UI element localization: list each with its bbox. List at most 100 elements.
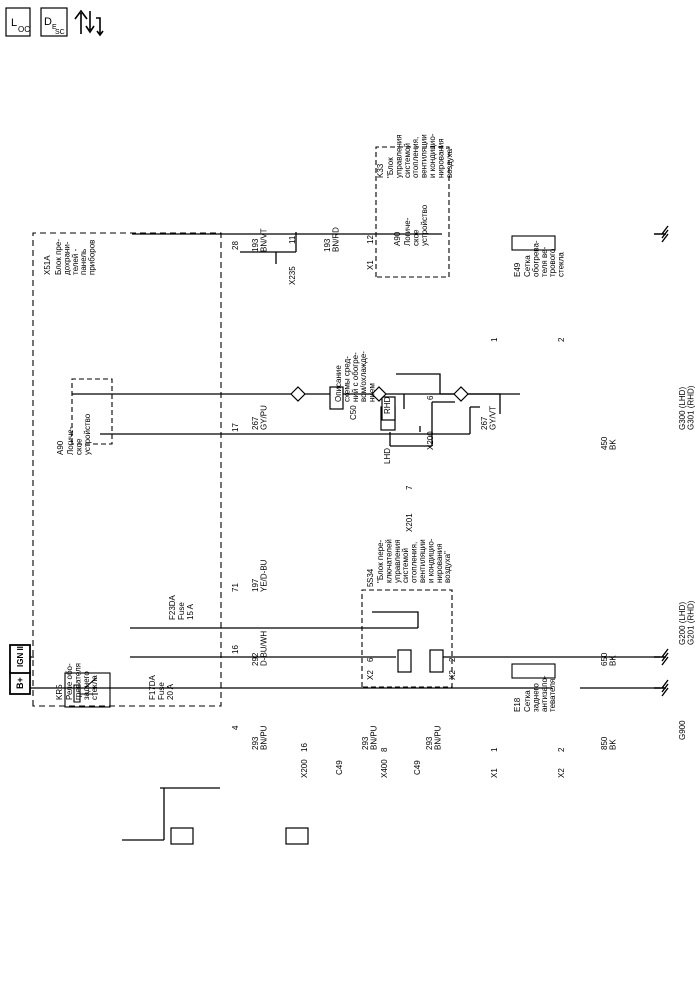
connector-c50: C50 xyxy=(349,405,358,420)
pin-28: 28 xyxy=(231,241,240,250)
pin-17: 17 xyxy=(231,423,240,432)
e18-label: Сетказаднегоантизапо-тевателя xyxy=(523,675,557,712)
connector-lhd: LHD xyxy=(383,448,392,464)
k33-module-outline xyxy=(375,146,450,278)
wire-labels: 193BN/VT 193BN/RD 267GY/PU 267GY/VT 197Y… xyxy=(251,227,617,750)
wire-267a: 267GY/PU xyxy=(251,405,268,430)
nav-button[interactable] xyxy=(74,9,104,37)
pin-4: 4 xyxy=(231,725,240,730)
terminal-ign-ii[interactable]: IGN II xyxy=(9,644,31,674)
k33-logic-id: A90 xyxy=(393,231,402,246)
pin-e18-2: 2 xyxy=(557,747,566,752)
pin-16: 16 xyxy=(231,645,240,654)
description-icon: D E SC xyxy=(44,16,65,36)
fuse-f23da-id: F23DA xyxy=(168,594,177,620)
connector-x2-bot: X2 xyxy=(448,670,457,680)
e18-id: E18 xyxy=(513,697,522,712)
x51a-desc: Блок пре-дохрани-телей -панельприборов xyxy=(54,239,97,275)
k33-id: K33 xyxy=(376,163,385,178)
relay-kr5-coil xyxy=(73,677,98,703)
wire-293b: 293BN/PU xyxy=(361,725,378,750)
desc-button-sub2: SC xyxy=(55,29,65,36)
location-icon: L OC xyxy=(11,17,30,34)
wire-850: 850BK xyxy=(600,736,617,750)
connector-rhd: RHD xyxy=(383,396,392,414)
loc-button-sub: OC xyxy=(18,25,30,34)
s34-id: S34 xyxy=(366,568,375,583)
connector-x200-top: X200 xyxy=(426,431,435,450)
e49-heater-symbol xyxy=(511,235,556,251)
pin-s34-5: 5 xyxy=(366,582,375,587)
connector-x1-k33: X1 xyxy=(366,260,375,270)
connector-x2-e18: X2 xyxy=(557,768,566,778)
pin-71: 71 xyxy=(231,583,240,592)
wire-293c: 293BN/PU xyxy=(425,725,442,750)
pin-e49-1: 1 xyxy=(490,337,499,342)
desc-button[interactable]: D E SC xyxy=(40,7,68,37)
terminal-b-plus[interactable]: B+ xyxy=(9,671,31,695)
fuse-f17da-rating: 20 A xyxy=(166,683,175,700)
loc-button[interactable]: L OC xyxy=(5,7,31,37)
fuse-f17da-label: Fuse xyxy=(157,682,166,700)
fuse-f17da-id: F17DA xyxy=(148,674,157,700)
wire-292: 292D-BU/WH xyxy=(251,631,268,666)
ground-g200: G200 (LHD)G201 (RHD) xyxy=(678,600,695,645)
pin-s34-6: 6 xyxy=(366,657,375,662)
a90-id: A90 xyxy=(56,440,65,455)
pin-12: 12 xyxy=(366,235,375,244)
ground-g900: G900 xyxy=(678,720,687,740)
pin-e49-2: 2 xyxy=(557,337,566,342)
wire-450: 450BK xyxy=(600,436,617,450)
instrument-panel-block-outline xyxy=(32,232,222,707)
toolbar: L OC D E SC xyxy=(4,4,134,44)
k33-label: "Блокуправлениясистемойотопления,вентиля… xyxy=(386,133,454,178)
x51a-label: X51A xyxy=(43,255,52,275)
k33-logic-label: Логиче-скоеустройство xyxy=(403,204,429,246)
connector-x200-bot: X200 xyxy=(300,759,309,778)
pin-x200-16: 16 xyxy=(300,743,309,752)
connectors xyxy=(170,386,469,845)
pin-11: 11 xyxy=(288,235,297,244)
relay-kr5-body xyxy=(64,672,111,708)
relay-kr5-id: KR5 xyxy=(55,684,64,700)
ground-symbols xyxy=(654,225,669,697)
navigation-arrows-icon xyxy=(74,9,104,37)
fuse-f23da-rating: 15 A xyxy=(186,603,195,620)
connector-x400: X400 xyxy=(380,759,389,778)
wire-650: 650BK xyxy=(600,652,617,666)
connector-x235: X235 xyxy=(288,266,297,285)
a90-label: Логиче-скоеустройство xyxy=(66,413,92,455)
relay-kr5-label: Реле обо-гревателязаднегостекла xyxy=(65,663,99,700)
desc-button-main: D xyxy=(44,16,52,28)
fuse-f23da-label: Fuse xyxy=(177,602,186,620)
pin-x200-6: 6 xyxy=(426,395,435,400)
reference-note: Описаниесхемы сред-ний с обогре-вом/охла… xyxy=(334,351,377,402)
wire-293a: 293BN/PU xyxy=(251,725,268,750)
desc-button-sub: E xyxy=(52,24,57,31)
pin-labels: 28 17 71 16 4 11 12 5 6 2 16 8 6 7 1 2 1… xyxy=(231,235,566,752)
terminal-ign-ii-label: IGN II xyxy=(16,646,25,667)
wire-197: 197YE/D-BU xyxy=(251,559,268,592)
wire-193a: 193BN/VT xyxy=(251,228,268,252)
e18-heater-symbol xyxy=(511,663,556,679)
e49-label: Сеткаобогрева-теля ве-тровогостекла xyxy=(523,240,566,277)
connector-c49b: C49 xyxy=(413,760,422,775)
terminal-b-plus-label: B+ xyxy=(15,677,25,689)
wire-193b: 193BN/RD xyxy=(323,227,340,252)
pin-s34-2: 2 xyxy=(448,657,457,662)
connector-c49a: C49 xyxy=(335,760,344,775)
loc-button-main: L xyxy=(11,17,17,29)
pin-e18-1: 1 xyxy=(490,747,499,752)
e49-id: E49 xyxy=(513,262,522,277)
s34-switch-outline xyxy=(361,589,453,688)
connector-labels: X235 X1 X2 X2 X200 X201 X200 X400 X1 X2 … xyxy=(288,260,566,778)
connector-x2-top: X2 xyxy=(366,670,375,680)
pin-x400-8: 8 xyxy=(380,747,389,752)
diagram-labels: X51A Блок пре-дохрани-телей -панельприбо… xyxy=(43,133,566,712)
connector-x1-e18: X1 xyxy=(490,768,499,778)
pin-x201-7: 7 xyxy=(405,485,414,490)
a90-logic-outline xyxy=(71,378,113,445)
wire-267b: 267GY/VT xyxy=(480,406,497,430)
s34-label: "Блок пере-ключателейуправлениясистемойо… xyxy=(376,538,452,583)
